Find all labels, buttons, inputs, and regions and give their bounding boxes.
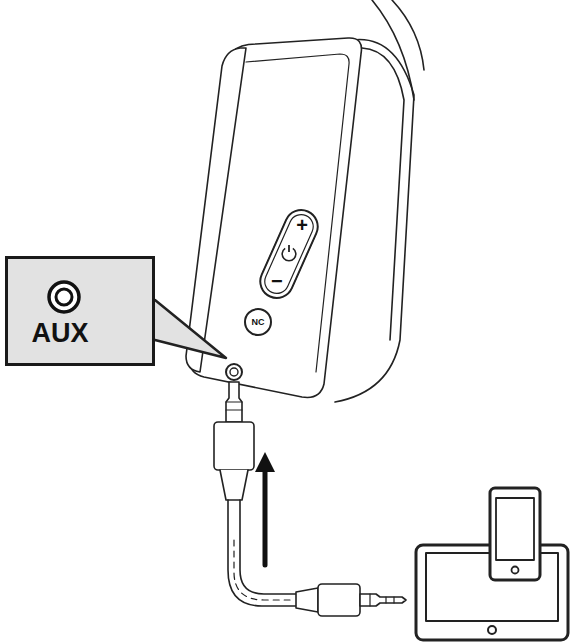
aux-jack xyxy=(226,364,242,380)
rocker-outline xyxy=(255,205,323,303)
tablet-button xyxy=(488,626,496,634)
plug-ring xyxy=(370,594,394,606)
aux-jack-icon xyxy=(56,289,72,305)
phone-button xyxy=(512,567,519,574)
plug-strain-relief xyxy=(220,470,248,500)
nc-button: NC xyxy=(244,308,272,336)
ear-cup-bevel xyxy=(246,54,349,372)
plug-ring xyxy=(226,402,242,410)
volume-up-label: + xyxy=(296,215,308,235)
rocker-inner xyxy=(261,211,317,297)
aux-jack-icon xyxy=(49,282,79,312)
volume-down-label: − xyxy=(271,271,283,291)
phone-screen xyxy=(496,498,534,560)
cable xyxy=(228,500,296,606)
ear-cup-side xyxy=(186,48,246,372)
aux-jack-hole xyxy=(230,368,238,376)
plug-tip xyxy=(360,594,406,606)
plug-tip xyxy=(226,382,242,422)
ear-cushion-inner xyxy=(362,48,404,340)
headband-line xyxy=(372,0,414,100)
nc-label: NC xyxy=(252,318,265,327)
plug-body xyxy=(318,584,360,616)
aux-label: AUX xyxy=(31,320,88,347)
insert-arrow xyxy=(263,462,268,565)
phone xyxy=(490,488,540,580)
aux-callout-box: AUX xyxy=(5,256,155,366)
callout-leader xyxy=(155,300,226,358)
cable xyxy=(240,500,296,594)
cable-dashed xyxy=(234,540,290,600)
power-symbol xyxy=(288,245,290,252)
aux-jack-icon xyxy=(46,279,82,315)
plug-body xyxy=(214,422,254,470)
plug-strain-relief xyxy=(296,588,318,612)
